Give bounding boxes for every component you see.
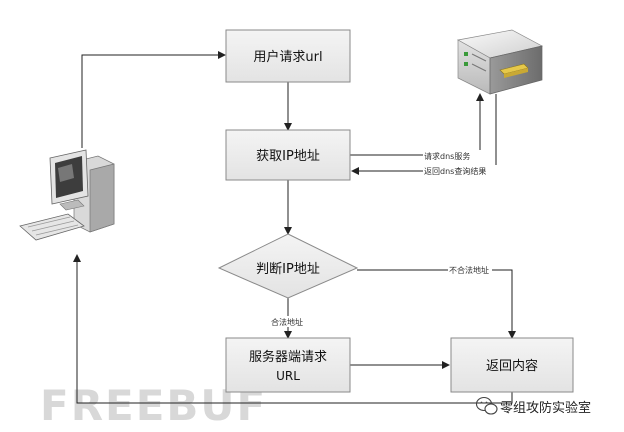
label-legal: 合法地址 xyxy=(271,317,303,327)
edge-labels: 请求dns服务 返回dns查询结果 不合法地址 合法地址 xyxy=(270,150,503,327)
node-server-request: 服务器端请求 URL xyxy=(225,337,351,393)
desktop-computer-icon xyxy=(19,149,115,241)
node-get-ip-label: 获取IP地址 xyxy=(256,149,320,164)
brand-name: 零组攻防实验室 xyxy=(500,400,591,416)
node-server-request-box xyxy=(225,337,351,393)
arrow-judge-to-return xyxy=(357,269,516,339)
label-request-dns: 请求dns服务 xyxy=(424,151,470,161)
label-return-dns: 返回dns查询结果 xyxy=(424,166,486,176)
node-return-content-box xyxy=(450,337,574,393)
node-get-ip-box xyxy=(225,129,351,181)
node-request-url-label: 用户请求url xyxy=(253,49,322,65)
node-judge-ip-diamond xyxy=(217,233,359,299)
node-server-request-label-2: URL xyxy=(276,369,300,383)
arrow-getip-to-dns xyxy=(350,93,484,156)
node-request-url-box xyxy=(225,29,351,83)
arrow-computer-to-request xyxy=(81,51,226,148)
node-get-ip: 获取IP地址 xyxy=(225,129,351,181)
node-return-content-label: 返回内容 xyxy=(486,358,538,374)
node-server-request-label-1: 服务器端请求 xyxy=(249,349,327,365)
server-icon xyxy=(456,29,543,95)
node-judge-ip: 判断IP地址 xyxy=(217,233,359,299)
brand-mark: 零组攻防实验室 xyxy=(475,396,591,416)
node-judge-ip-label: 判断IP地址 xyxy=(256,262,320,277)
node-request-url: 用户请求url xyxy=(225,29,351,83)
wechat-icon xyxy=(475,396,498,415)
arrow-return-to-computer xyxy=(73,254,513,404)
label-illegal: 不合法地址 xyxy=(449,265,489,275)
node-return-content: 返回内容 xyxy=(450,337,574,393)
